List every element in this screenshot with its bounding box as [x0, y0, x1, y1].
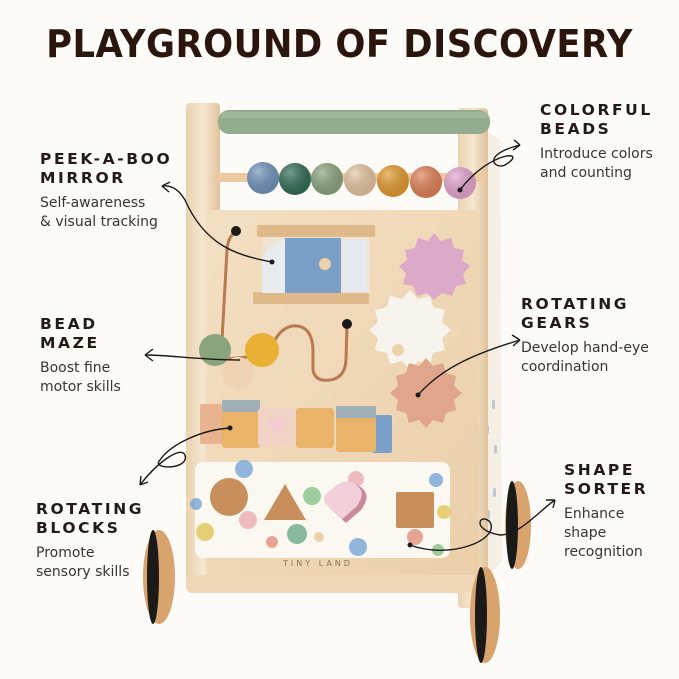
arrow-rotating-blocks — [139, 427, 231, 486]
heading-line: MAZE — [40, 334, 100, 352]
callout-bead-maze: BEAD MAZE Boost fine motor skills — [40, 315, 121, 397]
description-line: Self-awareness — [40, 195, 146, 211]
gear-terracotta — [390, 358, 462, 428]
heading-line: SHAPE — [564, 461, 636, 479]
description-line: and counting — [540, 165, 632, 181]
callout-arrows — [139, 139, 556, 551]
front-left-wheel — [143, 530, 175, 624]
peek-a-boo-mirror — [253, 225, 375, 304]
callout-rotating-gears: ROTATING GEARS Develop hand-eye coordina… — [521, 295, 649, 377]
callout-heading: SHAPE SORTER — [564, 461, 648, 499]
callout-heading: PEEK-A-BOO MIRROR — [40, 150, 172, 188]
arrow-shape-sorter — [409, 499, 556, 551]
description-line: motor skills — [40, 379, 121, 395]
callout-heading: BEAD MAZE — [40, 315, 121, 353]
rotating-blocks — [200, 400, 392, 453]
heading-line: ROTATING — [521, 295, 630, 313]
description-line: Introduce colors — [540, 146, 653, 162]
callout-shape-sorter: SHAPE SORTER Enhance shape recognition — [564, 461, 648, 562]
heading-line: MIRROR — [40, 169, 126, 187]
arrow-colorful-beads — [459, 144, 521, 191]
callout-peek-a-boo-mirror: PEEK-A-BOO MIRROR Self-awareness & visua… — [40, 150, 172, 232]
rear-wheel — [505, 481, 531, 569]
arrow-bead-maze — [144, 354, 241, 361]
shape-sorter-panel — [190, 460, 451, 558]
front-right-wheel — [470, 567, 500, 663]
description-line: Enhance — [564, 506, 625, 522]
description-line: recognition — [564, 544, 643, 560]
callout-rotating-blocks: ROTATING BLOCKS Promote sensory skills — [36, 500, 144, 582]
callout-description: Introduce colors and counting — [540, 145, 653, 183]
description-line: coordination — [521, 359, 609, 375]
brand-text: TINY LAND — [282, 559, 353, 568]
callout-colorful-beads: COLORFUL BEADS Introduce colors and coun… — [540, 101, 653, 183]
gear-pink — [399, 233, 470, 300]
arrow-peek-a-boo — [161, 185, 273, 263]
description-line: shape — [564, 525, 607, 541]
description-line: Promote — [36, 545, 95, 561]
callout-description: Develop hand-eye coordination — [521, 339, 649, 377]
heading-line: BEAD — [40, 315, 98, 333]
heading-line: PEEK-A-BOO — [40, 150, 173, 168]
description-line: Develop hand-eye — [521, 340, 649, 356]
description-line: Boost fine — [40, 360, 111, 376]
callout-description: Boost fine motor skills — [40, 359, 121, 397]
heading-line: GEARS — [521, 314, 593, 332]
callout-description: Self-awareness & visual tracking — [40, 194, 172, 232]
heading-line: ROTATING — [36, 500, 145, 518]
callout-description: Enhance shape recognition — [564, 505, 648, 562]
callout-description: Promote sensory skills — [36, 544, 144, 582]
heading-line: SORTER — [564, 480, 649, 498]
callout-heading: ROTATING GEARS — [521, 295, 649, 333]
heading-line: BEADS — [540, 120, 612, 138]
maze-beads — [199, 333, 279, 389]
bottom-rail — [186, 575, 486, 593]
description-line: & visual tracking — [40, 214, 158, 230]
description-line: sensory skills — [36, 564, 130, 580]
heading-line: COLORFUL — [540, 101, 653, 119]
abacus-beads — [247, 162, 476, 199]
arrow-rotating-gears — [417, 339, 521, 396]
callout-heading: ROTATING BLOCKS — [36, 500, 144, 538]
gear-white — [369, 290, 451, 370]
callout-heading: COLORFUL BEADS — [540, 101, 653, 139]
heading-line: BLOCKS — [36, 519, 121, 537]
page-title: PLAYGROUND OF DISCOVERY — [46, 22, 633, 66]
